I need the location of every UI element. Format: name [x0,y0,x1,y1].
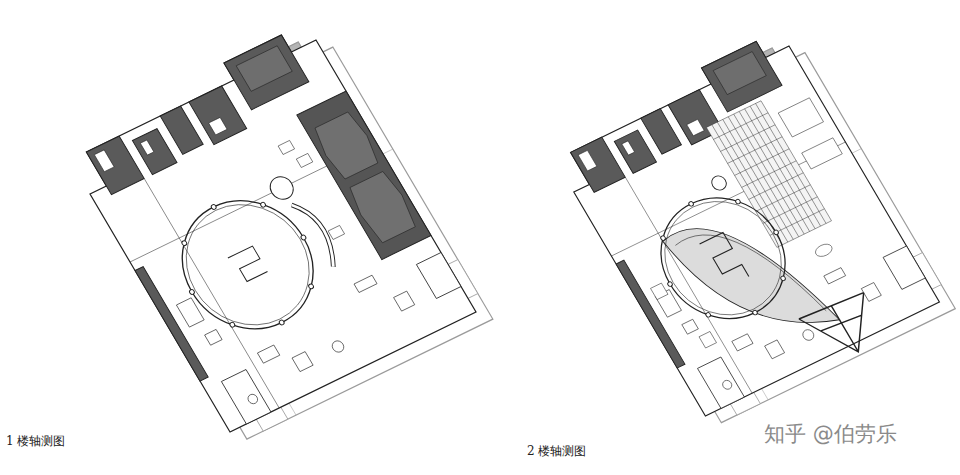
rotunda [635,175,811,341]
rotunda [155,177,341,353]
floor-1-axonometric [60,18,493,444]
floor-features [589,82,936,417]
walls [60,23,476,432]
watermark: 知乎 @伯劳乐 [760,419,901,449]
floor-features [178,91,431,318]
figure-caption: 1 楼轴测图 [6,433,65,450]
walls [546,30,940,416]
figure-caption: 2 楼轴测图 [527,443,586,460]
floor-2-axonometric [546,25,956,427]
